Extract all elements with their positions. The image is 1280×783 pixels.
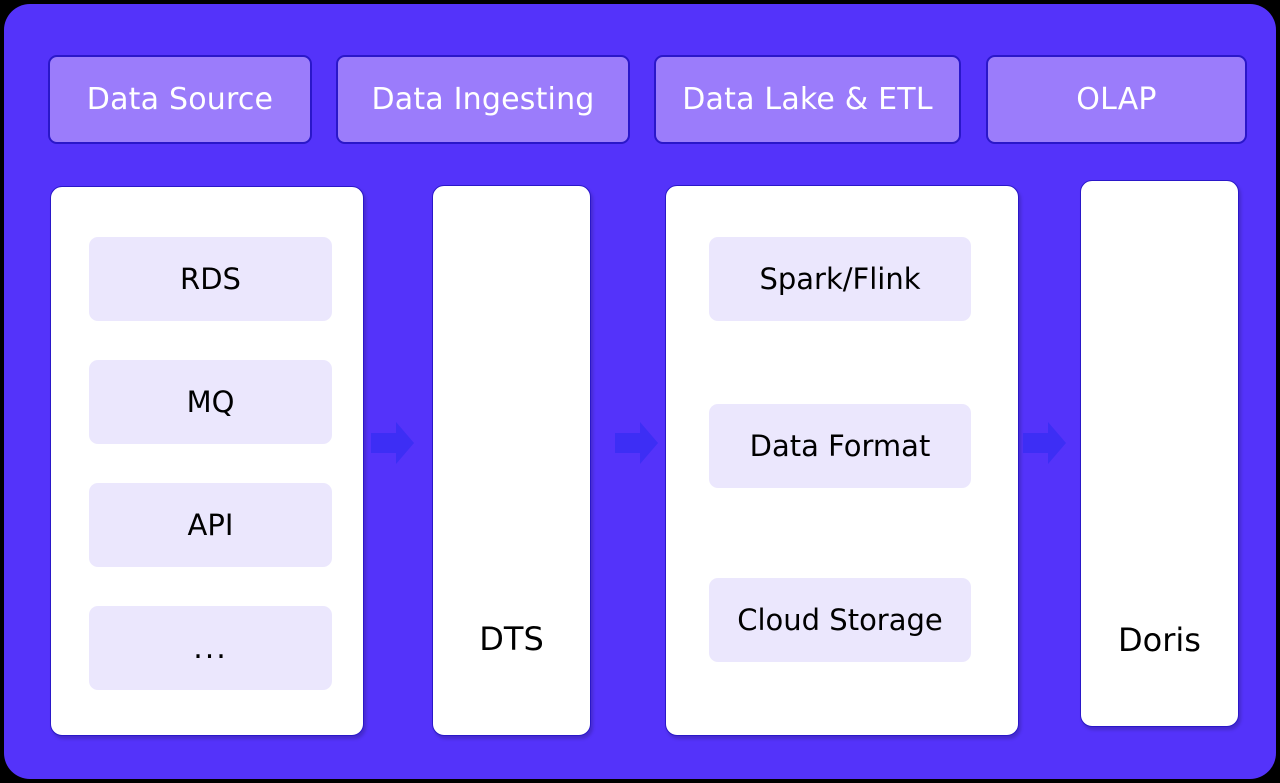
right-arrow-icon-source-to-ingesting (371, 421, 415, 465)
right-arrow-icon-lake-to-olap (1023, 421, 1067, 465)
stage-header-label: OLAP (1076, 82, 1157, 117)
component-label: ... (193, 630, 228, 666)
component-rds[interactable]: RDS (89, 237, 332, 321)
component-label: API (187, 508, 234, 542)
component-label: Cloud Storage (737, 603, 943, 637)
stage-header-data-lake-etl[interactable]: Data Lake & ETL (654, 55, 961, 144)
stage-card-data-lake-etl[interactable]: Spark/Flink Data Format Cloud Storage (665, 185, 1019, 736)
component-label: RDS (180, 262, 241, 296)
component-data-format[interactable]: Data Format (709, 404, 971, 488)
component-label: Data Format (749, 429, 931, 463)
stage-card-olap[interactable]: Doris (1080, 180, 1239, 727)
component-doris: Doris (1118, 621, 1201, 659)
component-label: Spark/Flink (759, 262, 921, 296)
component-spark-flink[interactable]: Spark/Flink (709, 237, 971, 321)
stage-header-label: Data Lake & ETL (682, 82, 933, 117)
component-more-ellipsis[interactable]: ... (89, 606, 332, 690)
stage-card-data-ingesting[interactable]: DTS (432, 185, 591, 736)
stage-header-olap[interactable]: OLAP (986, 55, 1247, 144)
right-arrow-icon-ingesting-to-lake (615, 421, 659, 465)
stage-header-row: Data Source Data Ingesting Data Lake & E… (4, 4, 1276, 779)
component-api[interactable]: API (89, 483, 332, 567)
component-mq[interactable]: MQ (89, 360, 332, 444)
stage-header-label: Data Ingesting (371, 82, 595, 117)
component-dts: DTS (479, 620, 544, 658)
stage-header-data-source[interactable]: Data Source (48, 55, 312, 144)
stage-card-data-source[interactable]: RDS MQ API ... (50, 186, 364, 736)
component-label: MQ (186, 385, 235, 419)
stage-header-data-ingesting[interactable]: Data Ingesting (336, 55, 630, 144)
stage-header-label: Data Source (86, 82, 274, 117)
diagram-panel: Data Source Data Ingesting Data Lake & E… (4, 4, 1276, 779)
component-cloud-storage[interactable]: Cloud Storage (709, 578, 971, 662)
